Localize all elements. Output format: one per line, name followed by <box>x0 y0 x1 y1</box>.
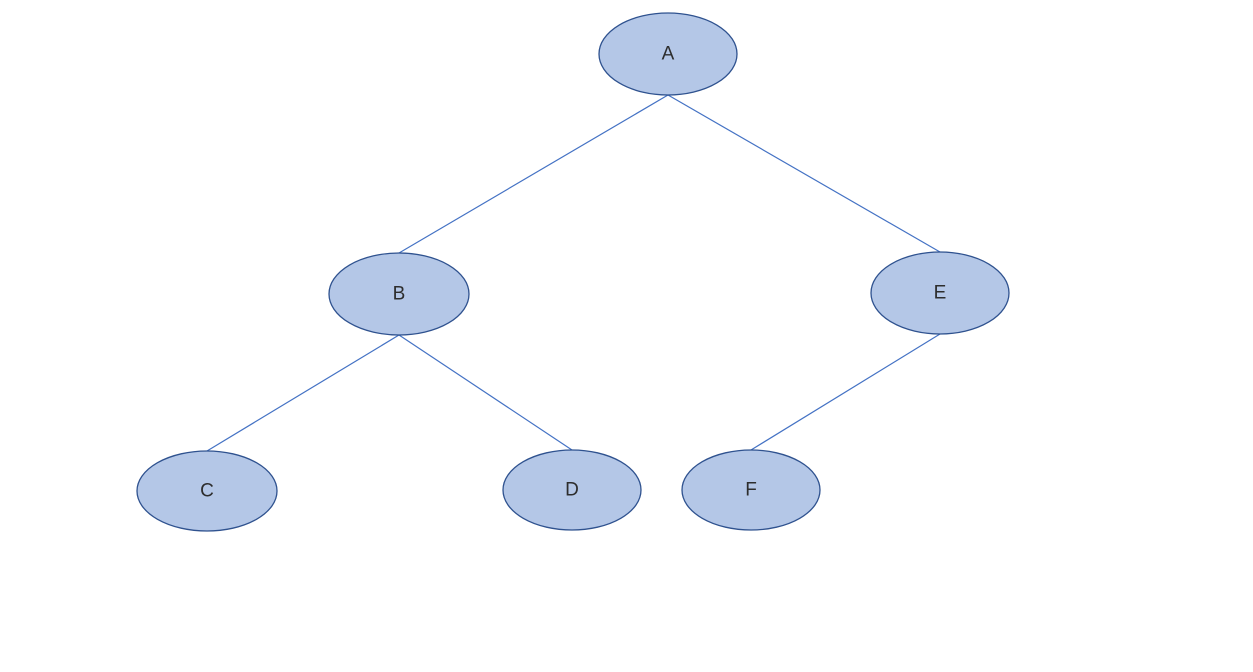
tree-node-f[interactable]: F <box>681 449 821 531</box>
node-label-c: C <box>200 481 214 502</box>
tree-node-e[interactable]: E <box>870 251 1010 335</box>
node-label-e: E <box>934 283 947 304</box>
node-ellipse-f[interactable] <box>681 449 821 531</box>
node-ellipse-b[interactable] <box>328 252 470 336</box>
node-label-f: F <box>745 480 757 501</box>
node-label-d: D <box>565 480 579 501</box>
tree-node-a[interactable]: A <box>598 12 738 96</box>
tree-node-b[interactable]: B <box>328 252 470 336</box>
tree-node-c[interactable]: C <box>136 450 278 532</box>
edge-a-b[interactable] <box>398 94 669 254</box>
node-label-b: B <box>393 284 406 305</box>
edges-layer <box>206 94 941 452</box>
node-label-a: A <box>662 44 675 65</box>
edge-b-c[interactable] <box>206 334 400 452</box>
edge-a-e[interactable] <box>667 94 941 253</box>
nodes-layer: A B E C D F <box>136 12 1010 532</box>
edge-b-d[interactable] <box>398 334 573 451</box>
node-ellipse-e[interactable] <box>870 251 1010 335</box>
edge-e-f[interactable] <box>750 333 941 451</box>
node-ellipse-c[interactable] <box>136 450 278 532</box>
node-ellipse-a[interactable] <box>598 12 738 96</box>
node-ellipse-d[interactable] <box>502 449 642 531</box>
tree-node-d[interactable]: D <box>502 449 642 531</box>
